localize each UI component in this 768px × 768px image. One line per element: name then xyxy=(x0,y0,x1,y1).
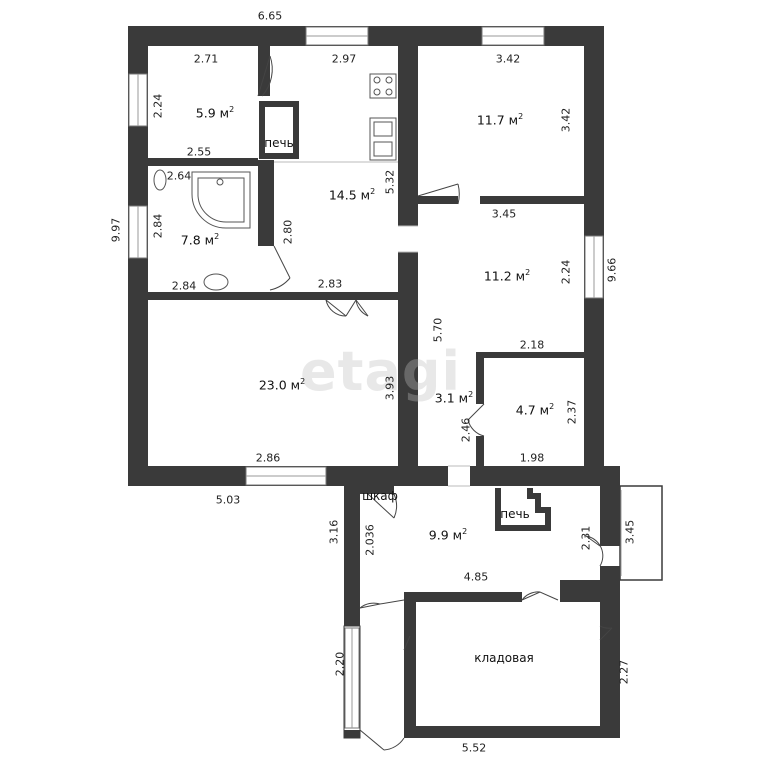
room-area-5: 11.2 м2 xyxy=(483,268,531,284)
dim-label: 9.97 xyxy=(109,217,123,243)
balcony xyxy=(619,485,663,581)
stove-label-1: печь xyxy=(264,136,294,150)
room-area-4: 7.8 м2 xyxy=(180,232,220,248)
dim-label: 2.84 xyxy=(151,213,165,239)
room-area-6: 23.0 м2 xyxy=(258,377,306,393)
dim-label: 2.71 xyxy=(193,52,219,66)
dim-label: 2.036 xyxy=(363,524,377,556)
stove-2 xyxy=(495,488,551,531)
closet-label: шкаф xyxy=(362,489,398,503)
stove-label-2: печь xyxy=(500,507,530,521)
dim-label: 9.66 xyxy=(605,257,619,283)
dim-label: 5.70 xyxy=(431,317,445,343)
bath-fixtures xyxy=(153,169,251,291)
watermark: etagi xyxy=(300,340,462,403)
room-area-7: 3.1 м2 xyxy=(434,390,474,406)
doors xyxy=(257,55,613,751)
dim-label: 5.03 xyxy=(215,493,241,507)
dim-label: 2.86 xyxy=(255,451,281,465)
dim-label: 2.80 xyxy=(281,219,295,245)
dim-label: 2.97 xyxy=(331,52,357,66)
dim-label: 6.65 xyxy=(257,9,283,23)
window-lines xyxy=(137,35,595,728)
dim-label: 4.85 xyxy=(463,570,489,584)
dim-label: 2.24 xyxy=(559,259,573,285)
room-area-2: 14.5 м2 xyxy=(328,187,376,203)
dim-label: 2.64 xyxy=(166,169,192,183)
dim-label: 3.45 xyxy=(623,519,637,545)
room-area-1: 5.9 м2 xyxy=(195,105,235,121)
dim-label: 2.55 xyxy=(186,145,212,159)
dim-label: 2.84 xyxy=(171,279,197,293)
room-area-3: 11.7 м2 xyxy=(476,112,524,128)
dim-label: 3.16 xyxy=(327,519,341,545)
room-area-9: 9.9 м2 xyxy=(428,527,468,543)
dim-label: 2.24 xyxy=(151,93,165,119)
dim-label: 5.52 xyxy=(461,741,487,755)
dim-label: 2.83 xyxy=(317,277,343,291)
dim-label: 2.20 xyxy=(333,651,347,677)
stoves xyxy=(259,101,299,159)
dim-label: 2.31 xyxy=(579,525,593,551)
dim-label: 2.18 xyxy=(519,338,545,352)
dim-label: 2.37 xyxy=(565,399,579,425)
dim-label: 3.93 xyxy=(383,375,397,401)
dim-label: 3.42 xyxy=(559,107,573,133)
dim-label: 3.42 xyxy=(495,52,521,66)
storage-label: кладовая xyxy=(474,651,534,665)
dim-label: 3.45 xyxy=(491,207,517,221)
dim-label: 1.98 xyxy=(519,451,545,465)
dim-label: 2.46 xyxy=(459,417,473,443)
dim-label: 5.32 xyxy=(383,169,397,195)
room-area-8: 4.7 м2 xyxy=(515,402,555,418)
dim-label: 2.27 xyxy=(617,659,631,685)
kitchen-fixtures xyxy=(369,73,397,161)
